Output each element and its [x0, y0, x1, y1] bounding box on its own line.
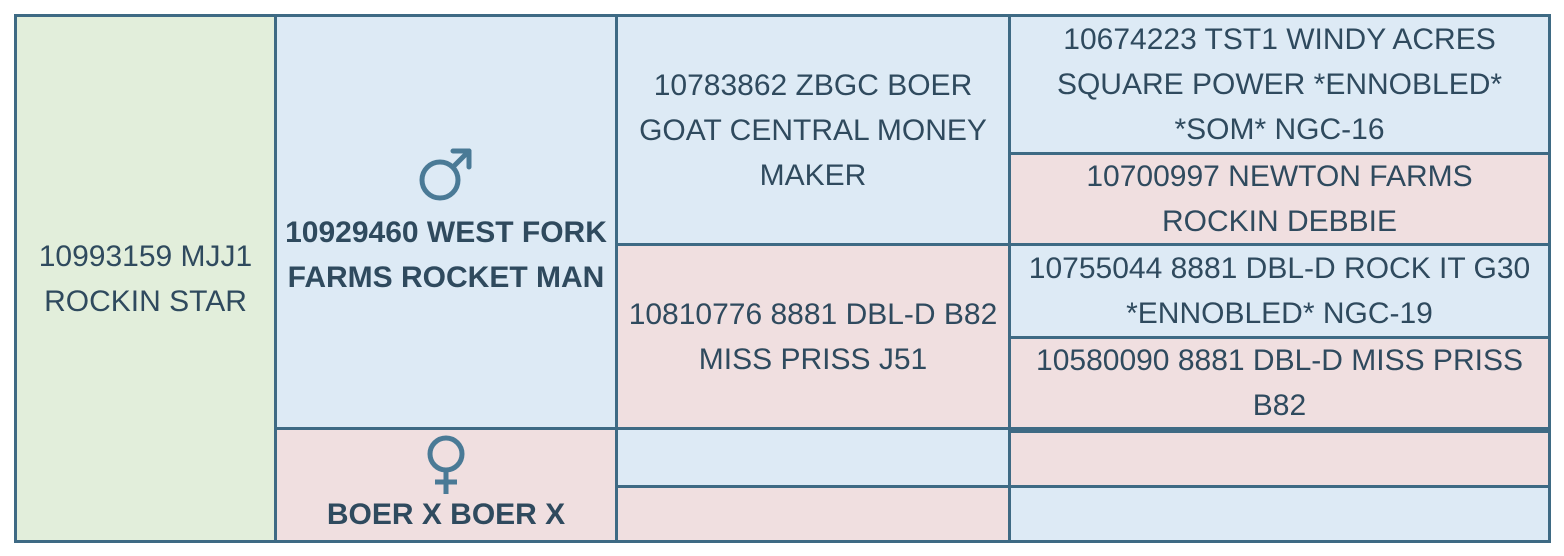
divider: [615, 17, 618, 540]
divider: [274, 17, 277, 540]
divider: [1011, 430, 1548, 433]
sire-cell[interactable]: 10929460 WEST FORK FARMS ROCKET MAN: [277, 17, 615, 427]
divider: [618, 485, 1548, 488]
sire-name: 10929460 WEST FORK FARMS ROCKET MAN: [285, 216, 607, 294]
sire-sire-sire-cell[interactable]: 10674223 TST1 WINDY ACRES SQUARE POWER *…: [1011, 17, 1548, 152]
dam-name: BOER X BOER X: [326, 497, 566, 531]
dam-sire-cell[interactable]: [618, 430, 1008, 485]
sire-dam-dam-name: 10580090 8881 DBL-D MISS PRISS B82: [1036, 344, 1523, 422]
sire-dam-sire-cell[interactable]: 10755044 8881 DBL-D ROCK IT G30 *ENNOBLE…: [1011, 246, 1548, 336]
sire-dam-dam-cell[interactable]: 10580090 8881 DBL-D MISS PRISS B82: [1011, 339, 1548, 427]
dam-dam-cell[interactable]: [618, 488, 1008, 540]
sire-dam-sire-name: 10755044 8881 DBL-D ROCK IT G30 *ENNOBLE…: [1028, 252, 1531, 330]
pedigree-table: 10993159 MJJ1 ROCKIN STAR 10929460 WEST …: [14, 14, 1551, 543]
male-icon: [416, 144, 476, 204]
subject-name: 10993159 MJJ1 ROCKIN STAR: [38, 239, 253, 318]
sire-sire-dam-cell[interactable]: 10700997 NEWTON FARMS ROCKIN DEBBIE: [1011, 155, 1548, 243]
divider: [1011, 336, 1548, 339]
dam-sire-sire-cell[interactable]: [1011, 433, 1548, 485]
divider: [277, 427, 1548, 430]
divider: [1011, 152, 1548, 155]
sire-sire-cell[interactable]: 10783862 ZBGC BOER GOAT CENTRAL MONEY MA…: [618, 17, 1008, 243]
dam-sire-dam-cell[interactable]: [1011, 488, 1548, 540]
dam-cell[interactable]: BOER X BOER X: [277, 430, 615, 540]
sire-sire-dam-name: 10700997 NEWTON FARMS ROCKIN DEBBIE: [1086, 160, 1473, 238]
sire-dam-name: 10810776 8881 DBL-D B82 MISS PRISS J51: [628, 297, 998, 376]
divider: [618, 243, 1548, 246]
subject-cell: 10993159 MJJ1 ROCKIN STAR: [17, 17, 274, 540]
divider: [1008, 17, 1011, 540]
sire-sire-sire-name: 10674223 TST1 WINDY ACRES SQUARE POWER *…: [1056, 23, 1503, 146]
sire-dam-cell[interactable]: 10810776 8881 DBL-D B82 MISS PRISS J51: [618, 246, 1008, 427]
female-icon: [424, 434, 468, 496]
sire-sire-name: 10783862 ZBGC BOER GOAT CENTRAL MONEY MA…: [639, 68, 987, 192]
